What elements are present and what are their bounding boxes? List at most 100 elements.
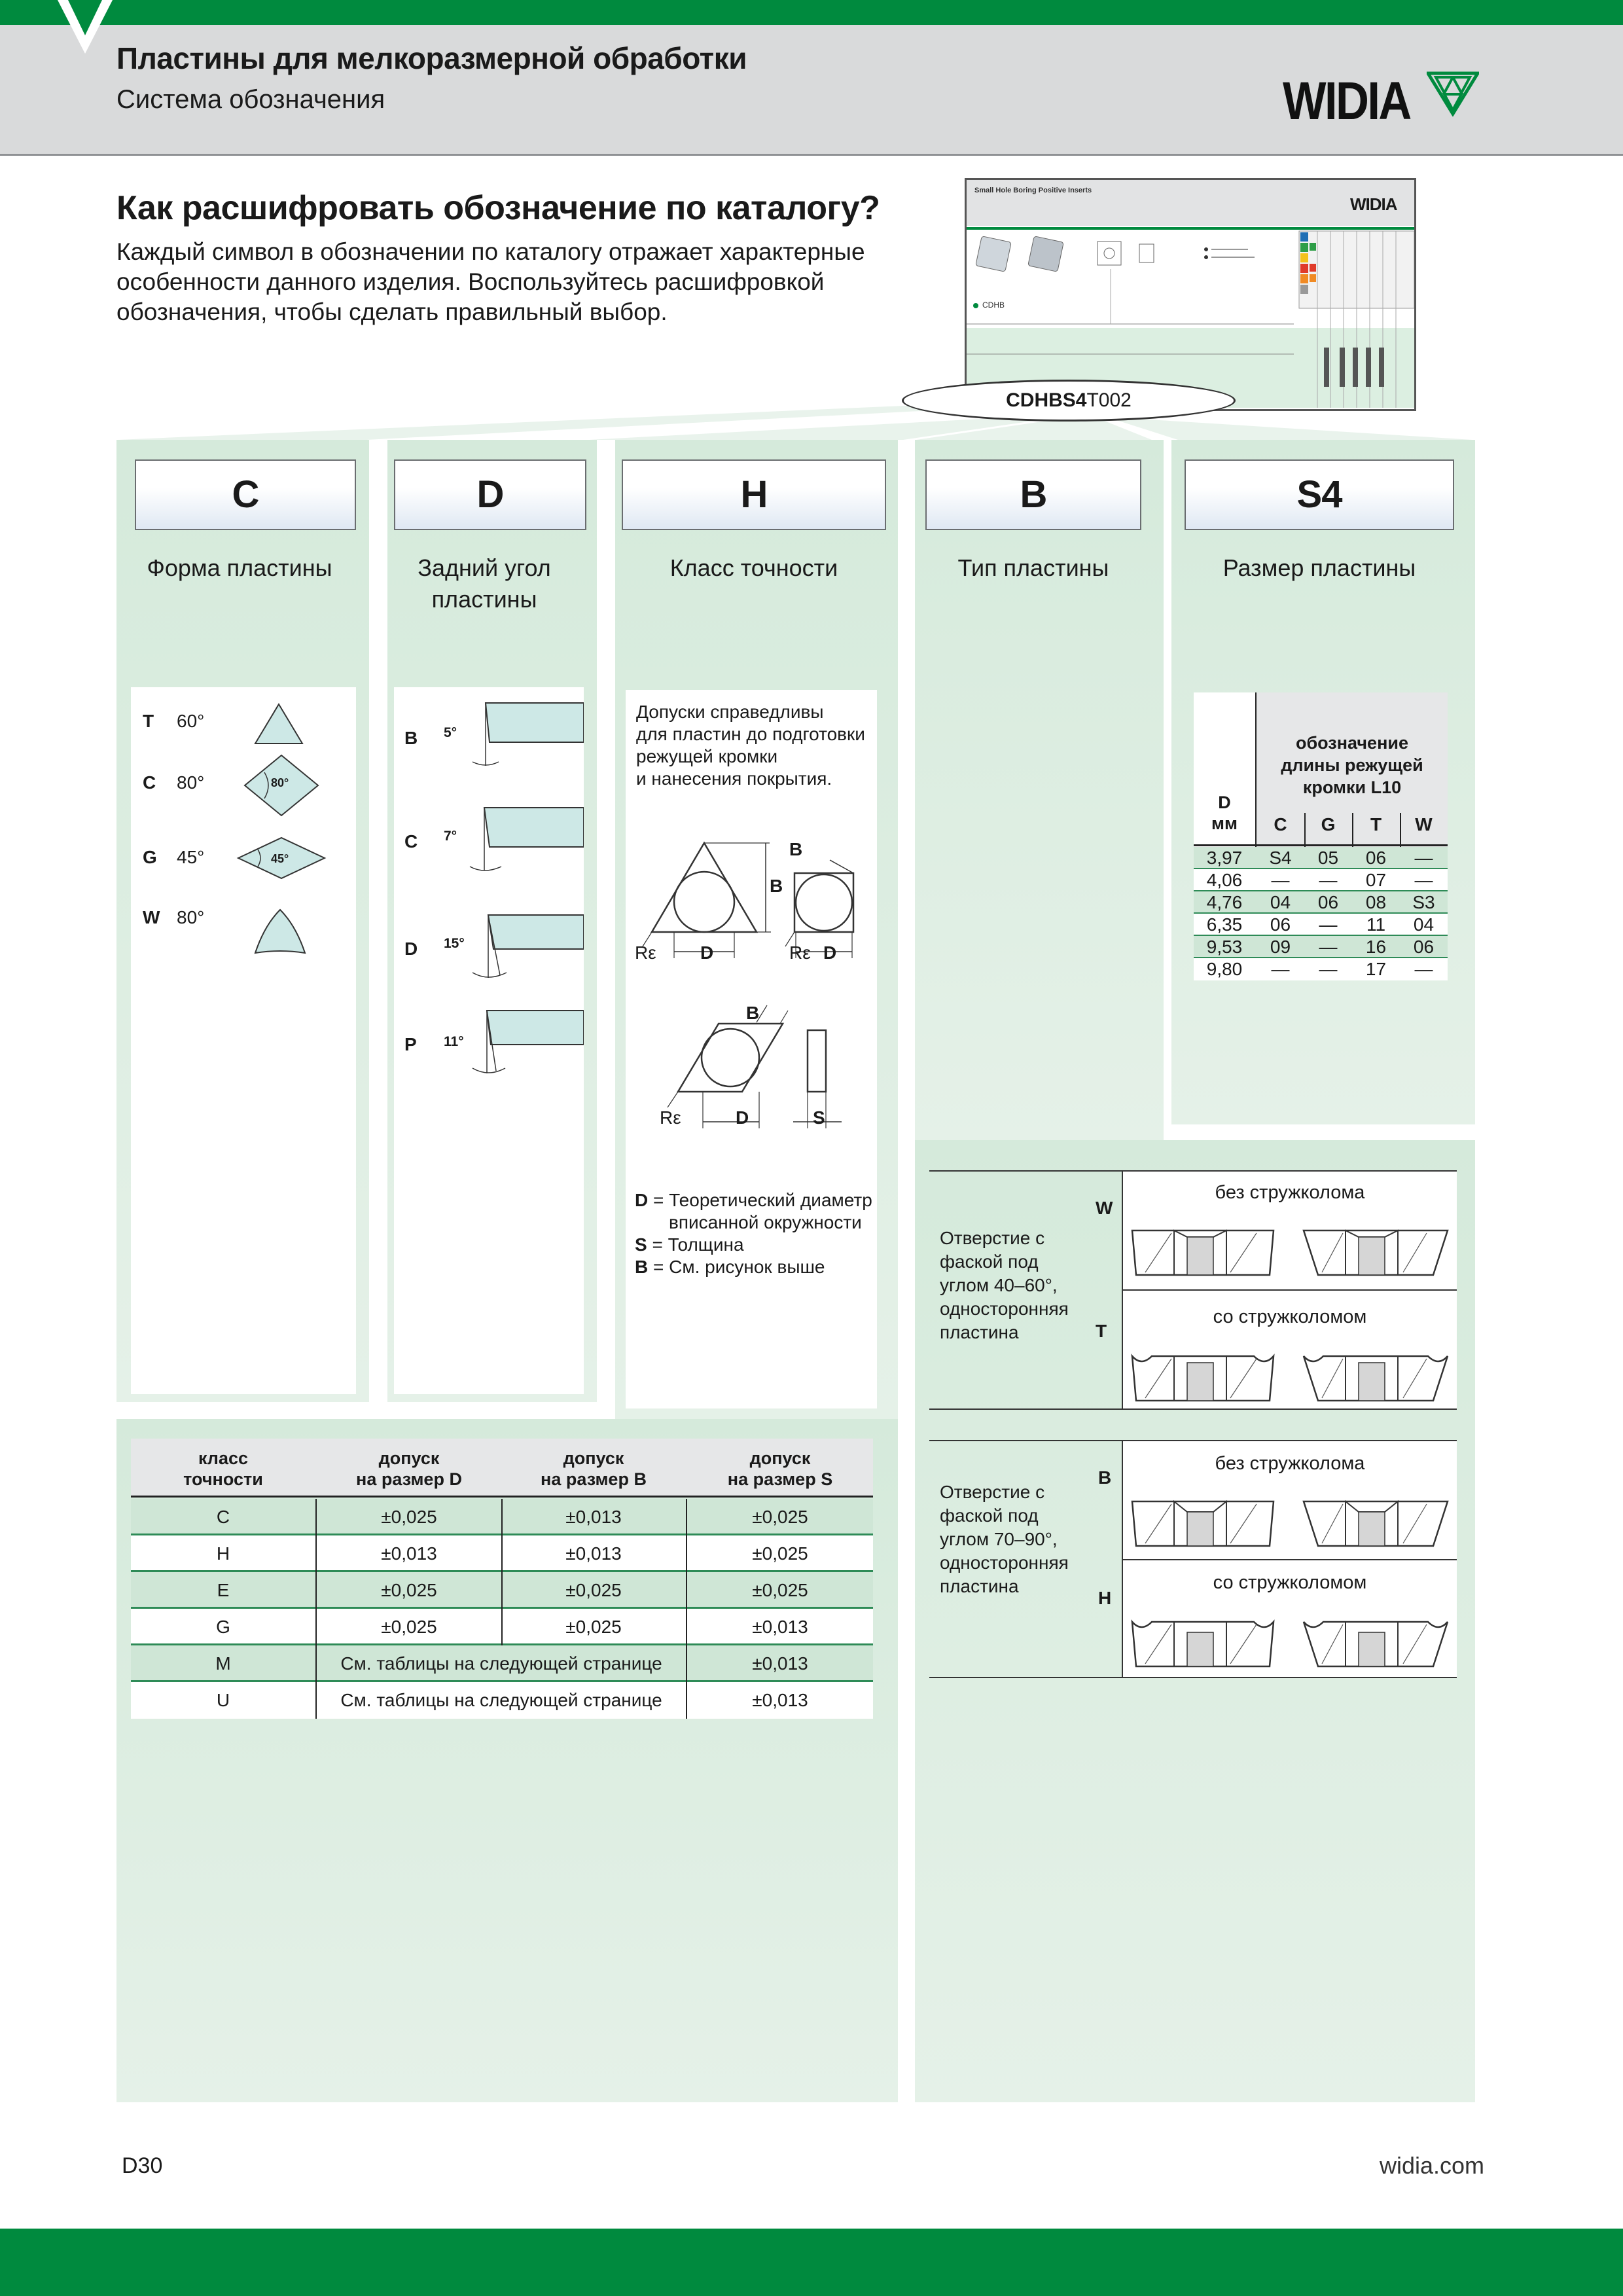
shape-c-letter: C [143,772,156,793]
tri-re-label: Rε [635,942,656,963]
designation-oval: CDHBS4T002 [902,380,1236,422]
insert-h-section-icon [1131,1619,1449,1668]
shape-w-angle: 80° [177,907,205,927]
rhombus-tolerance-icon [667,1005,842,1128]
insert-type-2-desc: Отверстие с фаской под углом 70–90°, одн… [940,1482,1069,1596]
rhombus-s-label: S [813,1107,825,1128]
rhombus-re-label: Rε [660,1107,681,1128]
clearance-d-letter: D [404,939,418,959]
tolerance-note-3: режущей кромки [636,746,778,766]
square-d-label: D [823,942,837,963]
size-row: 9,53 09 — 16 06 [1194,936,1448,958]
thumb-header [967,180,1414,226]
trigon-shape-icon [254,908,306,954]
legend-b: B = См. рисунок выше [635,1257,825,1277]
insert-b-section-icon [1131,1499,1449,1547]
tolerance-note-4: и нанесения покрытия. [636,768,832,789]
code-box-d: D [394,459,586,530]
designation-bold: CDHBS4 [1006,389,1087,411]
column-b-bg [915,440,1164,1140]
square-b-label: B [789,839,803,859]
insert-type-block-2: Отверстие с фаской под углом 70–90°, одн… [929,1440,1457,1678]
logo-text: WIDIA [1283,71,1412,131]
insert-type-b-label: без стружколома [1215,1453,1365,1474]
size-table-group-header: обозначение длины режущей кромки L10 [1281,733,1423,797]
clearance-p-angle: 11° [444,1034,464,1049]
bottom-green-bar [0,2229,1623,2296]
size-row: 9,80 — — 17 — [1194,958,1448,980]
thumb-label: CDHB [982,300,1005,310]
insert-t-section-icon [1131,1354,1449,1402]
corner-triangle-icon [58,0,113,54]
tolerance-row: M См. таблицы на следующей странице ±0,0… [131,1645,873,1682]
size-row: 4,76 04 06 08 S3 [1194,891,1448,914]
legend-d-cont: вписанной окружности [669,1212,862,1232]
thumb-title: Small Hole Boring Positive Inserts [974,187,1092,194]
code-box-c: C [135,459,356,530]
column-d-title: Задний угол пластины [418,554,551,613]
tolerance-note-2: для пластин до подготовки [636,724,865,744]
thumb-green-rule [967,227,1414,230]
shape-g-angle: 45° [177,847,205,867]
insert-w-section-icon [1131,1229,1449,1276]
insert-type-t-label: со стружколомом [1213,1306,1367,1327]
rhombus-80-shape-icon [243,754,319,817]
top-green-bar [0,0,1623,25]
section-heading: Как расшифровать обозначение по каталогу… [116,189,880,227]
size-row: 6,35 06 — 11 04 [1194,914,1448,936]
code-box-s4: S4 [1185,459,1454,530]
shape-t-angle: 60° [177,711,205,731]
clearance-panel: B 5° C 7° D 15° P 11° [394,687,584,1394]
tolerance-note-1: Допуски справедливы [636,702,824,722]
shape-panel: T 60° C 80° 80° G 45° 45° W 80° [131,687,356,1394]
tolerance-panel: Допуски справедливы для пластин до подго… [626,690,877,1408]
insert-type-1-desc: Отверстие с фаской под углом 40–60°, одн… [940,1228,1069,1342]
intro-text: Каждый символ в обозначении по каталогу … [116,238,865,325]
legend-s: S = Толщина [635,1234,744,1255]
shape-g-inner: 45° [271,852,289,865]
code-box-h: H [622,459,886,530]
insert-type-block-1: Отверстие с фаской под углом 40–60°, одн… [929,1170,1457,1410]
insert-type-h-letter: H [1098,1588,1112,1608]
page-subtitle: Система обозначения [116,85,385,114]
widia-logo: WIDIA [1283,71,1479,131]
clearance-c-letter: C [404,831,418,852]
tri-b-label: B [770,876,783,896]
column-b-title: Тип пластины [957,554,1109,581]
clearance-5-icon [472,702,584,766]
size-row: 3,97 S4 05 06 — [1194,847,1448,869]
shape-g-letter: G [143,847,157,867]
column-s4-title: Размер пластины [1222,554,1416,581]
tolerance-row: U См. таблицы на следующей странице ±0,0… [131,1682,873,1719]
clearance-b-letter: B [404,728,418,748]
rhombus-d-label: D [736,1107,749,1128]
website-link[interactable]: widia.com [1380,2152,1485,2179]
insert-type-b-letter: B [1098,1467,1112,1488]
triangle-square-tolerance-icon [642,841,855,958]
header-band [0,25,1623,156]
clearance-15-icon [472,914,584,978]
legend-d: D = Теоретический диаметр [635,1190,872,1210]
clearance-d-angle: 15° [444,936,465,951]
square-re-label: Rε [789,942,811,963]
insert-type-h-label: со стружколомом [1213,1572,1367,1593]
thumb-logo: WIDIA [1350,194,1398,214]
clearance-b-angle: 5° [444,725,457,740]
size-row: 4,06 — — 07 — [1194,869,1448,891]
rhombus-b-label: B [746,1003,760,1023]
clearance-p-letter: P [404,1034,417,1054]
code-box-b: B [925,459,1141,530]
catalog-thumbnail: Small Hole Boring Positive Inserts WIDIA [965,178,1416,411]
size-table-divider [1255,692,1257,980]
size-table-d-header: D мм [1211,793,1238,833]
page-title: Пластины для мелкоразмерной обработки [116,41,747,75]
clearance-7-icon [469,807,584,871]
logo-triangles-icon [1427,71,1479,117]
column-h-title: Класс точности [669,554,838,581]
triangle-shape-icon [254,703,304,744]
size-table: обозначение длины режущей кромки L10 D м… [1194,692,1448,980]
shape-w-letter: W [143,907,160,927]
designation-rest: T002 [1086,389,1132,411]
